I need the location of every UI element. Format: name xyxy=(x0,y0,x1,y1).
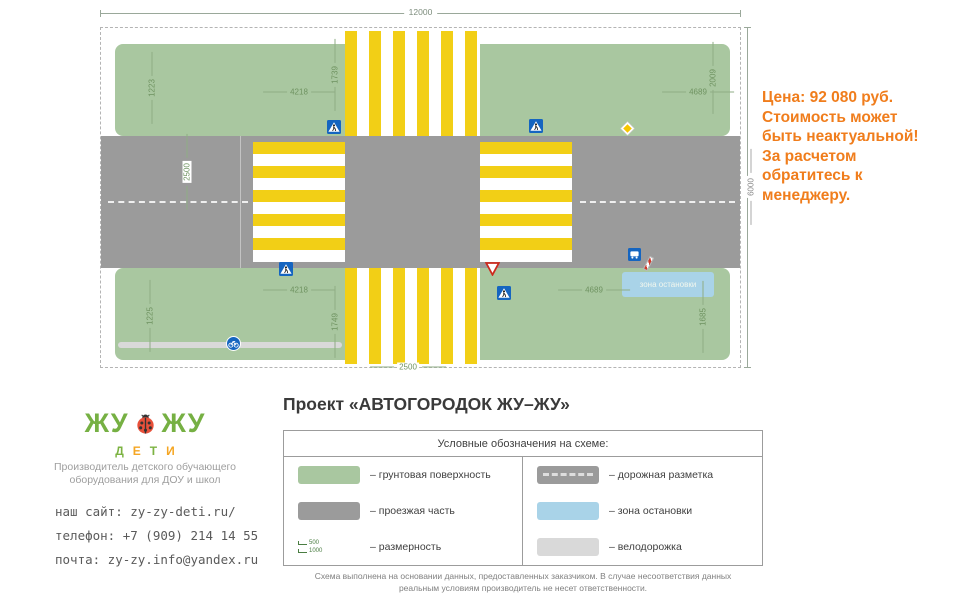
legend-item-bikepath: – велодорожка xyxy=(523,529,762,565)
pedestrian-crossing-sign-icon xyxy=(529,119,543,133)
logo-subtitle: Д Е Т И xyxy=(58,444,232,458)
pedestrian-crossing-sign-icon xyxy=(279,262,293,276)
dimension-label: 1749 xyxy=(331,283,340,361)
bicycle-path-sign-icon xyxy=(226,336,241,351)
dimension-tick-road-width xyxy=(240,136,241,268)
lane-marking-right xyxy=(580,201,735,203)
dimension-label-total-height: 6000 xyxy=(746,146,756,228)
disclaimer: Схема выполнена на основании данных, пре… xyxy=(314,571,732,593)
crosswalk-right xyxy=(480,142,572,262)
legend-item-grass: – грунтовая поверхность xyxy=(284,457,522,493)
dimension-label: 4689 xyxy=(555,286,633,295)
dimension-tick-icon xyxy=(298,541,307,545)
yield-sign-icon xyxy=(484,262,501,277)
legend-header: Условные обозначения на схеме: xyxy=(284,431,762,457)
intersection-center xyxy=(345,136,480,268)
dimension-label: 2009 xyxy=(709,39,718,117)
ladybug-icon xyxy=(134,412,157,435)
grass-swatch xyxy=(298,466,360,484)
bus-stop-zone-label: зона остановки xyxy=(639,280,697,289)
dimension-tick-icon xyxy=(298,549,307,553)
logo-text-left: ЖУ xyxy=(84,408,129,438)
dimension-label: 1739 xyxy=(331,36,340,114)
dimension-label: 1225 xyxy=(146,277,155,355)
contact-email: почта: zy-zy.info@yandex.ru xyxy=(55,552,259,567)
road-swatch xyxy=(298,502,360,520)
crosswalk-left xyxy=(253,142,345,262)
legend-table: Условные обозначения на схеме: – грунтов… xyxy=(283,430,763,566)
dimension-line-total-width: 12000 xyxy=(100,7,741,17)
logo: ЖУ ЖУ xyxy=(58,408,232,439)
dimension-label-total-width: 12000 xyxy=(403,7,438,17)
legend-item-buszone: – зона остановки xyxy=(523,493,762,529)
dimension-label: 2500 xyxy=(182,131,192,213)
logo-letter: Е xyxy=(132,444,141,458)
logo-text-right: ЖУ xyxy=(161,408,206,438)
company-tagline: Производитель детского обучающего оборуд… xyxy=(54,461,236,486)
project-title: Проект «АВТОГОРОДОК ЖУ–ЖУ» xyxy=(283,394,570,414)
price-note: Цена: 92 080 руб. Стоимость может быть н… xyxy=(762,89,919,204)
contact-phone: телефон: +7 (909) 214 14 55 xyxy=(55,528,259,543)
legend-item-road: – проезжая часть xyxy=(284,493,522,529)
logo-letter: Т xyxy=(149,444,158,458)
contact-site: наш сайт: zy-zy-deti.ru/ xyxy=(55,504,236,519)
legend-item-marking: – дорожная разметка xyxy=(523,457,762,493)
pedestrian-crossing-sign-icon xyxy=(497,286,511,300)
road-marking-swatch xyxy=(537,466,599,484)
dimension-label: 1685 xyxy=(699,278,708,356)
dimension-label: 4689 xyxy=(659,88,737,97)
bike-path-swatch xyxy=(537,538,599,556)
lane-marking-left xyxy=(108,201,248,203)
dimension-label: 4218 xyxy=(260,88,338,97)
pedestrian-crossing-sign-icon xyxy=(327,120,341,134)
legend-item-dimension: 500 1000 – размерность xyxy=(284,529,522,565)
dimension-label: 4218 xyxy=(260,286,338,295)
crosswalk-arm-top xyxy=(345,31,480,136)
bus-zone-swatch xyxy=(537,502,599,520)
contacts: наш сайт: zy-zy-deti.ru/ телефон: +7 (90… xyxy=(55,500,258,572)
crosswalk-arm-bottom xyxy=(345,268,480,364)
main-road-sign-icon xyxy=(620,121,635,136)
logo-letter: И xyxy=(166,444,175,458)
logo-letter: Д xyxy=(115,444,124,458)
dimension-swatch: 500 1000 xyxy=(298,536,360,558)
dimension-label: 1223 xyxy=(148,49,157,127)
dimension-label: 2500 xyxy=(367,362,449,372)
bus-stop-sign-icon xyxy=(628,248,641,261)
